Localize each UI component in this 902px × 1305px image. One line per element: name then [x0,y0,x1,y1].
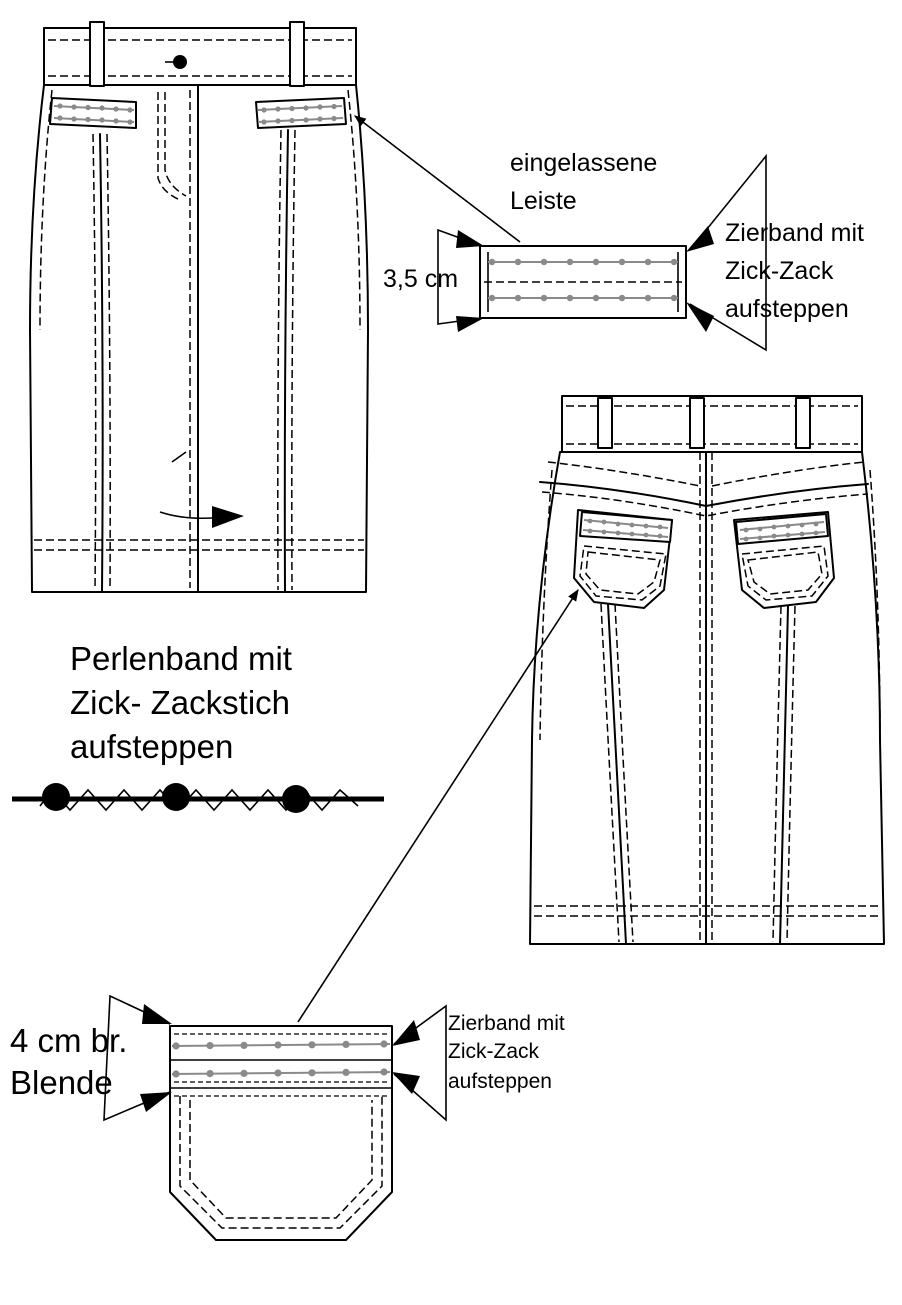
label-bead-line3: aufsteppen [70,728,233,765]
label-band-height: 3,5 cm [383,265,458,293]
back-patch-pocket-left [573,509,673,609]
label-bead-line1: Perlenband mit [70,640,292,677]
skirt-front-view [29,21,369,593]
label-bead-ribbon: Perlenband mit Zick- Zackstich aufsteppe… [70,640,292,765]
label-insert-band: eingelassene Leiste [510,149,657,215]
label-ribbon-top-line3: aufsteppen [725,295,849,323]
label-ribbon-bottom-line1: Zierband mit [448,1012,565,1035]
front-welt-pocket-right [255,97,347,129]
front-welt-pocket-left [49,97,137,129]
label-insert-band-line1: eingelassene [510,149,657,177]
bead-ribbon-symbol [12,783,384,813]
label-facing-line1: 4 cm br. [10,1022,127,1059]
label-facing-line2: Blende [10,1064,113,1101]
welt-detail [437,153,767,352]
label-insert-band-line2: Leiste [510,187,577,215]
pocket-detail [103,994,447,1241]
skirt-back-view [529,395,885,945]
label-ribbon-bottom: Zierband mit Zick-Zack aufsteppen [448,1012,565,1093]
label-ribbon-top-line1: Zierband mit [725,219,864,247]
label-ribbon-top-line2: Zick-Zack [725,257,834,285]
label-facing: 4 cm br. Blende [10,1022,127,1101]
label-ribbon-bottom-line2: Zick-Zack [448,1040,539,1063]
back-patch-pocket-right [733,511,835,609]
label-bead-line2: Zick- Zackstich [70,684,290,721]
label-ribbon-bottom-line3: aufsteppen [448,1070,552,1093]
label-ribbon-top: Zierband mit Zick-Zack aufsteppen [725,219,864,323]
